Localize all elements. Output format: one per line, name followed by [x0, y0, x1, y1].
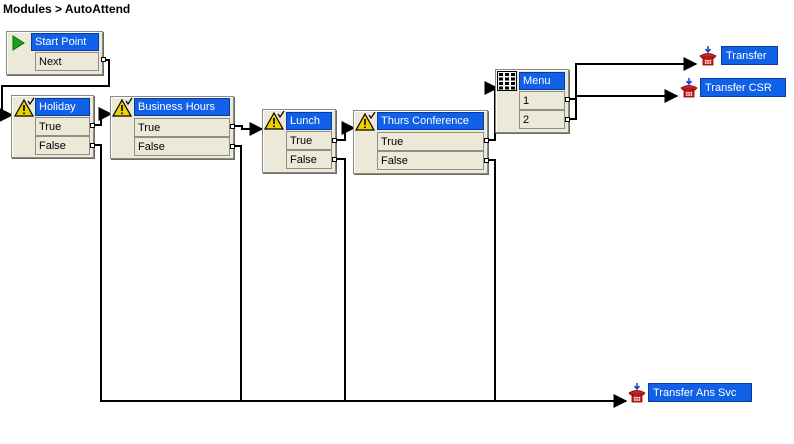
- menu-option-1-output[interactable]: 1: [519, 91, 565, 110]
- wire-lunch-true-to-thurs-conference: [334, 121, 356, 141]
- breadcrumb-separator: >: [55, 2, 63, 16]
- holiday-false-port[interactable]: [90, 143, 95, 148]
- business-hours-title: Business Hours: [134, 98, 230, 116]
- breadcrumb: Modules > AutoAttend: [3, 2, 130, 16]
- thurs-conference-true-output[interactable]: True: [377, 132, 484, 151]
- business-hours-false-output[interactable]: False: [134, 137, 230, 156]
- wire-holiday-false-to-transfer-ans-svc: [92, 144, 628, 408]
- menu-option-1-port[interactable]: [565, 97, 570, 102]
- lunch-title: Lunch: [286, 112, 332, 130]
- business-hours-true-output[interactable]: True: [134, 118, 230, 137]
- phone-transfer-icon: [680, 78, 698, 98]
- thurs-conference-node[interactable]: Thurs Conference True False: [353, 110, 489, 174]
- start-point-next-output[interactable]: Next: [35, 52, 99, 71]
- transfer-node[interactable]: Transfer: [697, 45, 779, 66]
- transfer-csr-title: Transfer CSR: [700, 78, 786, 97]
- wire-business-hours-true-to-lunch: [232, 122, 264, 136]
- warning-icon: [13, 97, 35, 117]
- menu-option-2-port[interactable]: [565, 117, 570, 122]
- wire-business-hours-false: [232, 145, 242, 401]
- holiday-true-port[interactable]: [90, 123, 95, 128]
- transfer-ans-svc-title: Transfer Ans Svc: [648, 383, 752, 402]
- holiday-title: Holiday: [35, 98, 90, 116]
- thurs-conference-false-port[interactable]: [484, 158, 489, 163]
- wire-start-to-holiday: [0, 59, 110, 122]
- transfer-title: Transfer: [721, 46, 778, 65]
- menu-title: Menu: [519, 72, 565, 90]
- transfer-ans-svc-node[interactable]: Transfer Ans Svc: [626, 382, 752, 403]
- holiday-node[interactable]: Holiday True False: [11, 95, 95, 158]
- transfer-csr-node[interactable]: Transfer CSR: [678, 77, 788, 98]
- start-point-next-port[interactable]: [101, 57, 106, 62]
- thurs-conference-false-output[interactable]: False: [377, 151, 484, 170]
- lunch-true-port[interactable]: [332, 138, 337, 143]
- wire-menu-2-to-transfer-csr: [567, 89, 679, 120]
- play-icon: [12, 35, 25, 51]
- phone-transfer-icon: [699, 46, 717, 66]
- business-hours-true-port[interactable]: [230, 124, 235, 129]
- wire-lunch-false: [334, 158, 346, 401]
- breadcrumb-root[interactable]: Modules: [3, 2, 52, 16]
- start-point-node[interactable]: Start Point Next: [6, 31, 106, 75]
- lunch-false-port[interactable]: [332, 157, 337, 162]
- business-hours-false-port[interactable]: [230, 144, 235, 149]
- thurs-conference-title: Thurs Conference: [377, 112, 484, 130]
- wire-menu-1-to-transfer: [567, 57, 698, 100]
- warning-icon: [111, 97, 133, 117]
- holiday-true-output[interactable]: True: [35, 117, 90, 136]
- lunch-true-output[interactable]: True: [286, 131, 332, 150]
- lunch-node[interactable]: Lunch True False: [262, 109, 337, 173]
- menu-option-2-output[interactable]: 2: [519, 110, 565, 129]
- menu-node[interactable]: Menu 1 2: [495, 69, 570, 133]
- wire-holiday-true-to-business-hours: [92, 107, 113, 126]
- thurs-conference-true-port[interactable]: [484, 138, 489, 143]
- wire-thurs-false: [486, 159, 496, 401]
- lunch-false-output[interactable]: False: [286, 150, 332, 169]
- warning-icon: [354, 111, 376, 131]
- holiday-false-output[interactable]: False: [35, 136, 90, 155]
- breadcrumb-current: AutoAttend: [64, 2, 131, 16]
- keypad-icon: [497, 71, 517, 91]
- warning-icon: [263, 110, 285, 130]
- phone-transfer-icon: [628, 383, 646, 403]
- start-point-title: Start Point: [31, 33, 99, 51]
- business-hours-node[interactable]: Business Hours True False: [110, 96, 235, 159]
